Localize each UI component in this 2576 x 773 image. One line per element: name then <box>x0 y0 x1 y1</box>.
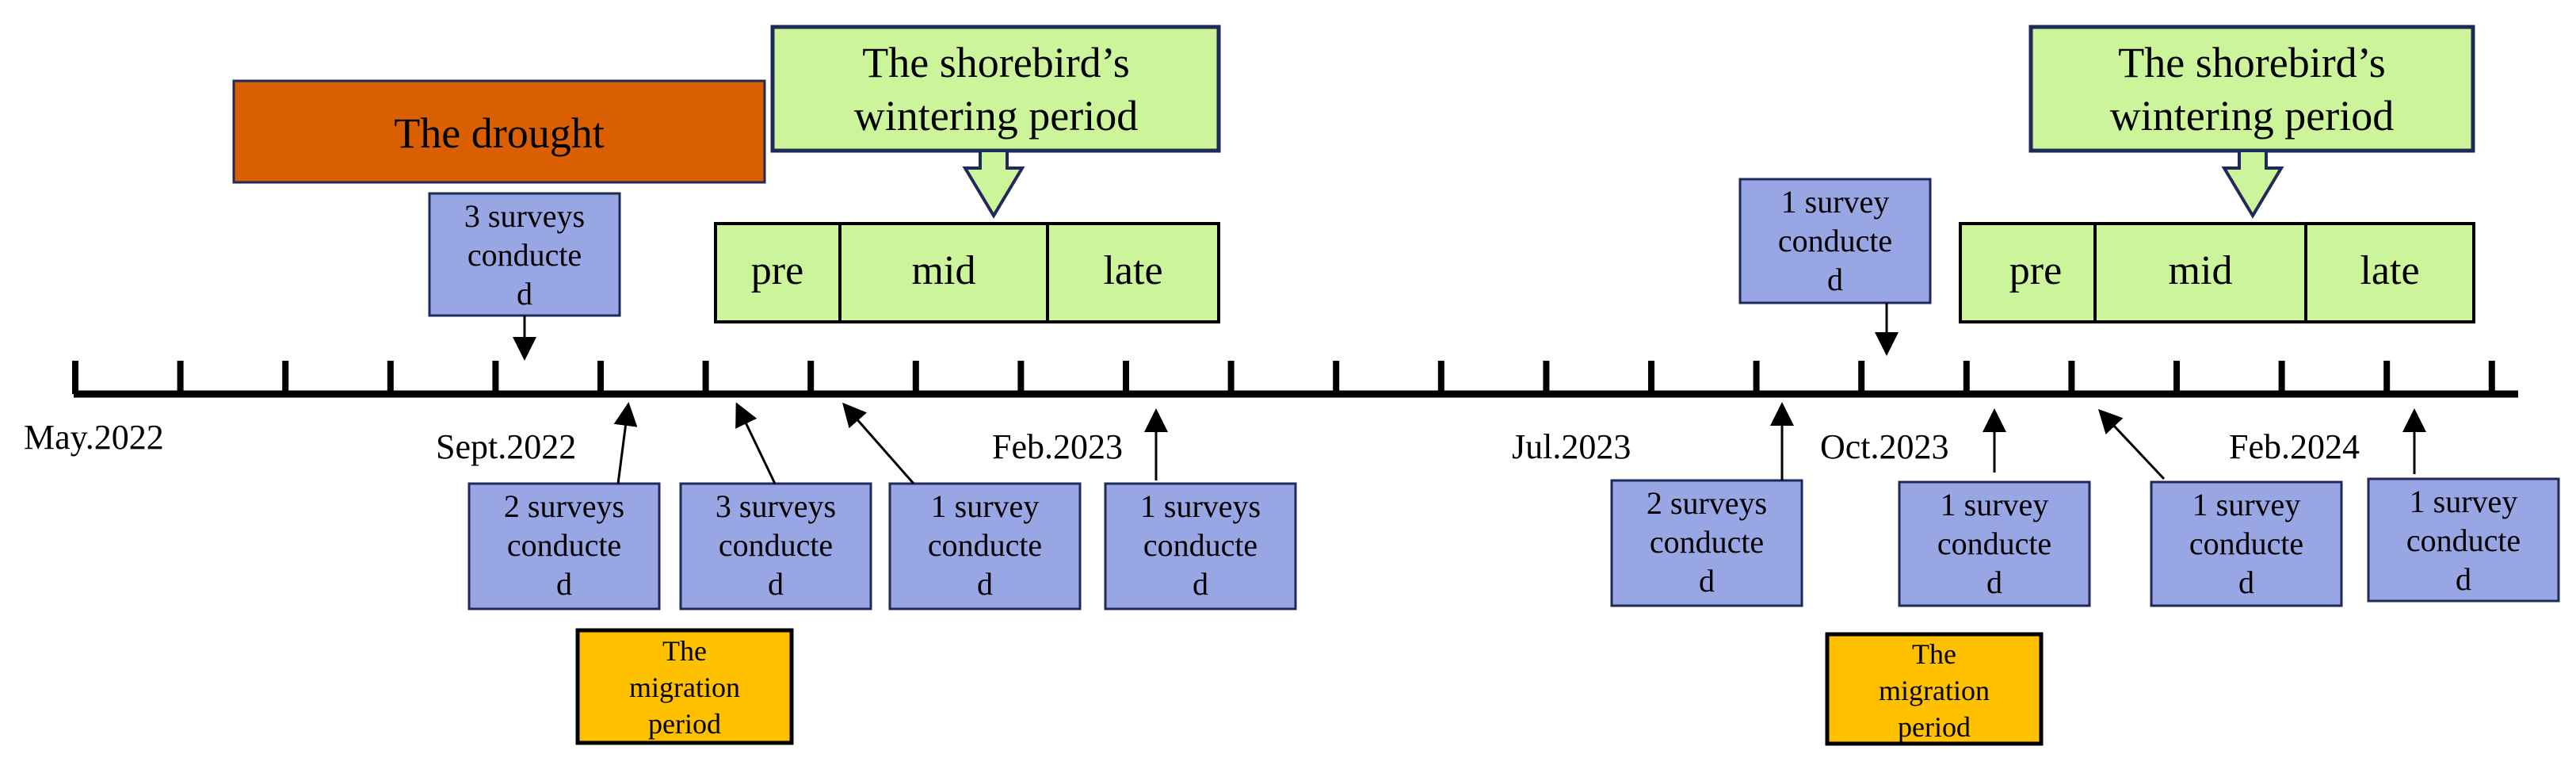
migration-2-line-1: The <box>1912 638 1956 670</box>
survey-below-8: 1 survey conducte d <box>2367 408 2560 603</box>
migration-2-line-3: period <box>1898 711 1971 743</box>
wintering-period-2: The shorebird’s wintering period pre mid… <box>1959 25 2475 323</box>
survey-below-5-line-2: conducte <box>1650 524 1764 560</box>
date-label-feb-2023: Feb.2023 <box>992 427 1123 466</box>
survey-below-1-line-1: 2 surveys <box>504 488 624 524</box>
phase-mid-2: mid <box>2169 248 2233 293</box>
survey-below-7-line-3: d <box>2238 564 2254 600</box>
survey-below-2-arrow <box>735 402 777 484</box>
survey-below-1-arrow <box>613 402 638 484</box>
survey-below-8-line-2: conducte <box>2406 522 2521 558</box>
survey-below-8-line-3: d <box>2456 561 2471 597</box>
phase-pre-1: pre <box>751 248 803 293</box>
phase-late-1: late <box>1103 248 1162 293</box>
wintering-title-2-line-2: wintering period <box>2110 92 2394 140</box>
survey-below-4-line-3: d <box>1193 566 1208 602</box>
survey-below-2-line-2: conducte <box>719 527 833 563</box>
survey-above-2: 1 survey conducte d <box>1738 178 1932 356</box>
survey-below-3-line-1: 1 survey <box>931 488 1040 524</box>
survey-below-4-line-2: conducte <box>1143 527 1257 563</box>
survey-below-2-line-3: d <box>768 566 784 602</box>
survey-below-6-line-1: 1 survey <box>1941 487 2049 522</box>
survey-above-2-line-2: conducte <box>1778 223 1892 258</box>
migration-period-1: The migration period <box>575 628 794 745</box>
survey-above-2-line-3: d <box>1827 262 1843 297</box>
survey-below-6-line-3: d <box>1986 564 2002 600</box>
survey-below-3: 1 survey conducte d <box>842 402 1082 610</box>
survey-below-4: 1 surveys conducte d <box>1104 408 1297 610</box>
survey-above-1: 3 surveys conducte d <box>428 192 621 361</box>
survey-below-2-line-1: 3 surveys <box>716 488 836 524</box>
survey-below-7-line-1: 1 survey <box>2192 487 2301 522</box>
survey-below-3-arrow <box>842 402 915 484</box>
phase-mid-1: mid <box>912 248 976 293</box>
survey-below-7-line-2: conducte <box>2189 526 2303 561</box>
timeline-ticks <box>72 361 2495 394</box>
date-label-may-2022: May.2022 <box>24 418 164 457</box>
drought-event: The drought <box>232 79 766 184</box>
survey-below-5: 2 surveys conducte d <box>1610 402 1803 607</box>
migration-1-line-2: migration <box>629 672 740 703</box>
survey-above-1-line-3: d <box>517 276 532 312</box>
date-label-oct-2023: Oct.2023 <box>1820 427 1949 466</box>
survey-below-7-arrow <box>2097 408 2166 480</box>
survey-below-3-line-2: conducte <box>928 527 1042 563</box>
survey-below-1: 2 surveys conducte d <box>467 402 661 610</box>
date-label-sept-2022: Sept.2022 <box>436 427 576 466</box>
phase-late-2: late <box>2360 248 2419 293</box>
survey-below-1-line-3: d <box>556 566 572 602</box>
survey-below-5-line-3: d <box>1699 563 1715 599</box>
migration-2-line-2: migration <box>1879 675 1990 706</box>
survey-below-6-line-2: conducte <box>1937 526 2051 561</box>
migration-1-line-1: The <box>662 635 707 667</box>
survey-above-2-line-1: 1 survey <box>1781 184 1890 220</box>
survey-below-3-line-3: d <box>977 566 993 602</box>
wintering-pointer-1 <box>962 149 1025 219</box>
survey-below-5-line-1: 2 surveys <box>1647 485 1767 521</box>
survey-below-6: 1 survey conducte d <box>1898 408 2091 607</box>
wintering-pointer-2 <box>2221 149 2284 219</box>
survey-above-1-line-1: 3 surveys <box>464 198 585 234</box>
survey-below-7: 1 survey conducte d <box>2097 408 2343 607</box>
wintering-title-2-line-1: The shorebird’s <box>2118 39 2385 86</box>
migration-1-line-3: period <box>648 708 721 740</box>
date-labels: May.2022 Sept.2022 Feb.2023 Jul.2023 Oct… <box>24 418 2360 466</box>
date-label-jul-2023: Jul.2023 <box>1512 427 1631 466</box>
survey-below-1-line-2: conducte <box>507 527 621 563</box>
survey-above-1-line-2: conducte <box>467 237 582 273</box>
drought-label: The drought <box>394 109 604 157</box>
date-label-feb-2024: Feb.2024 <box>2229 427 2360 466</box>
migration-period-2: The migration period <box>1825 632 2044 746</box>
phase-pre-2: pre <box>2009 248 2062 293</box>
wintering-period-1: The shorebird’s wintering period pre mid… <box>714 25 1221 323</box>
survey-below-2: 3 surveys conducte d <box>679 402 872 610</box>
wintering-title-1-line-2: wintering period <box>854 92 1138 140</box>
survey-below-8-line-1: 1 survey <box>2410 484 2518 519</box>
survey-below-4-line-1: 1 surveys <box>1140 488 1261 524</box>
wintering-title-1-line-1: The shorebird’s <box>862 39 1129 86</box>
timeline-axis <box>72 361 2518 398</box>
